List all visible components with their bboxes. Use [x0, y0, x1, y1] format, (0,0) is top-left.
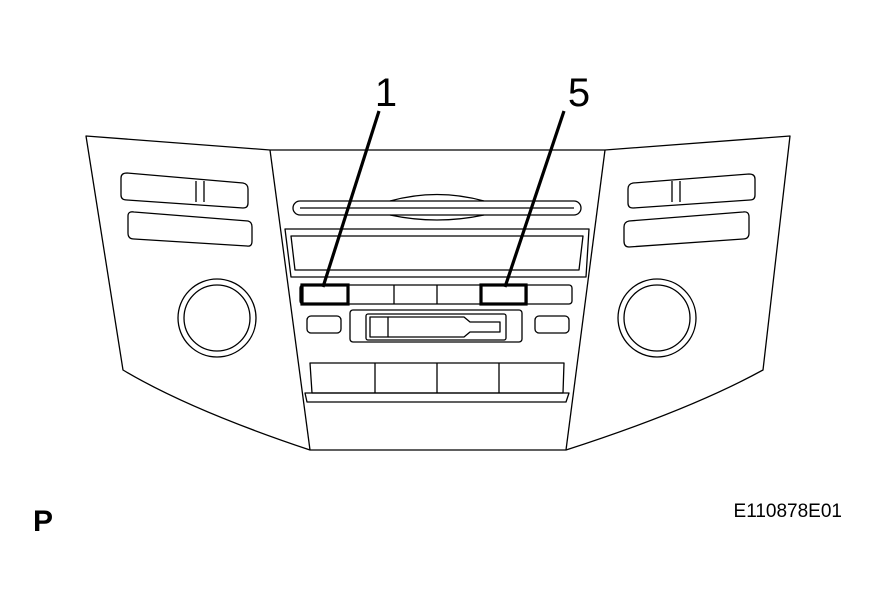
display-window [284, 228, 590, 278]
right-air-vent [623, 173, 756, 248]
left-knob [177, 278, 257, 358]
preset-button-row [299, 284, 573, 305]
callout-5-leader [503, 110, 566, 288]
callout-1-label: 1 [375, 71, 397, 115]
preset-button-5[interactable] [479, 283, 528, 306]
lower-button-row [304, 362, 570, 403]
corner-label: P [33, 505, 53, 538]
disc-slot [292, 193, 582, 221]
callout-1-leader [321, 110, 381, 288]
callout-5-label: 5 [568, 71, 590, 115]
cassette-slot [306, 309, 570, 343]
right-panel-divider [565, 149, 606, 451]
left-panel-divider [269, 149, 311, 451]
right-knob [617, 278, 697, 358]
left-air-vent [120, 172, 253, 247]
panel-outline [85, 135, 791, 451]
figure-code: E110878E01 [734, 501, 842, 522]
preset-button-1[interactable] [300, 283, 350, 306]
